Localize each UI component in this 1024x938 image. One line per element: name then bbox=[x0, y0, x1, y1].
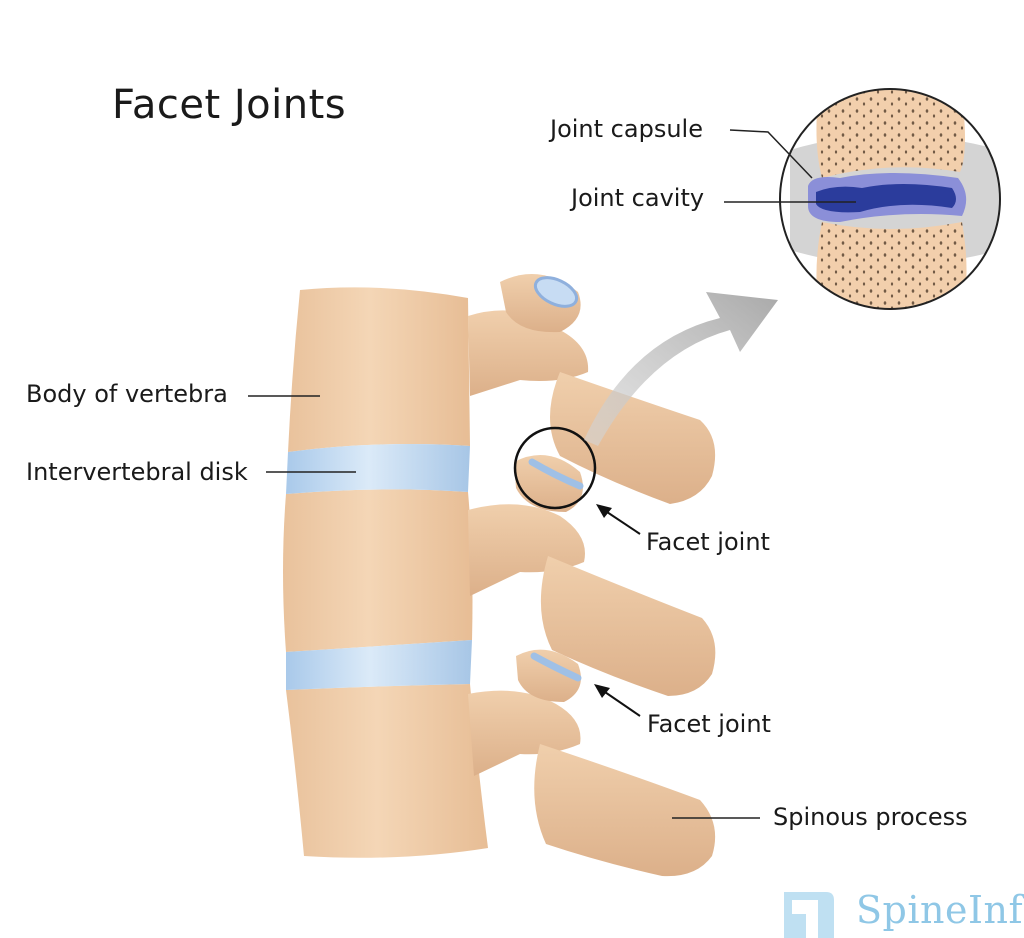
spineinfo-logo-icon bbox=[784, 892, 834, 938]
label-body-of-vertebra: Body of vertebra bbox=[26, 380, 228, 408]
inset-bone-upper-texture bbox=[816, 89, 965, 178]
arrow-facet-joint-lower bbox=[601, 689, 641, 717]
watermark-text: SpineInfo bbox=[856, 888, 1024, 932]
inset-border bbox=[779, 88, 1001, 310]
vertebra-body-middle bbox=[283, 489, 473, 652]
vertebral-bodies bbox=[283, 287, 488, 858]
inset-bone-lower-texture bbox=[816, 222, 967, 309]
vertebra-body-bottom bbox=[286, 684, 488, 858]
superior-facet-bottom bbox=[516, 649, 581, 702]
label-spinous-process: Spinous process bbox=[773, 803, 968, 831]
spinous-process-middle bbox=[540, 556, 716, 696]
magnify-circle bbox=[513, 426, 597, 510]
intervertebral-disk-lower bbox=[286, 640, 472, 690]
label-facet-joint-upper: Facet joint bbox=[646, 528, 770, 556]
vertebra-body-top bbox=[288, 287, 470, 452]
diagram-title: Facet Joints bbox=[112, 82, 347, 128]
facet-surface-top bbox=[533, 276, 579, 308]
intervertebral-disks bbox=[286, 444, 472, 690]
arrow-facet-joint-upper bbox=[603, 509, 641, 535]
superior-facet-middle bbox=[514, 454, 583, 512]
label-intervertebral-disk: Intervertebral disk bbox=[26, 458, 248, 486]
posterior-elements bbox=[468, 274, 716, 877]
intervertebral-disk-upper bbox=[286, 444, 470, 494]
pedicle-bottom bbox=[468, 690, 581, 776]
label-joint-capsule: Joint capsule bbox=[550, 115, 703, 143]
label-joint-cavity: Joint cavity bbox=[571, 184, 705, 212]
zoom-arrow bbox=[584, 292, 778, 446]
leader-lines bbox=[248, 129, 856, 819]
spinous-process-top bbox=[550, 372, 716, 504]
joint-inset bbox=[779, 88, 1001, 310]
inset-cavity bbox=[816, 184, 956, 213]
facet-joint-surface-upper bbox=[528, 458, 584, 490]
label-facet-joint-lower: Facet joint bbox=[647, 710, 771, 738]
spinous-process-bottom bbox=[534, 744, 716, 877]
pointer-arrows bbox=[594, 504, 641, 717]
pedicle-middle bbox=[468, 504, 585, 596]
leader-joint-capsule bbox=[729, 129, 813, 179]
facet-joint-surface-lower bbox=[530, 652, 582, 682]
